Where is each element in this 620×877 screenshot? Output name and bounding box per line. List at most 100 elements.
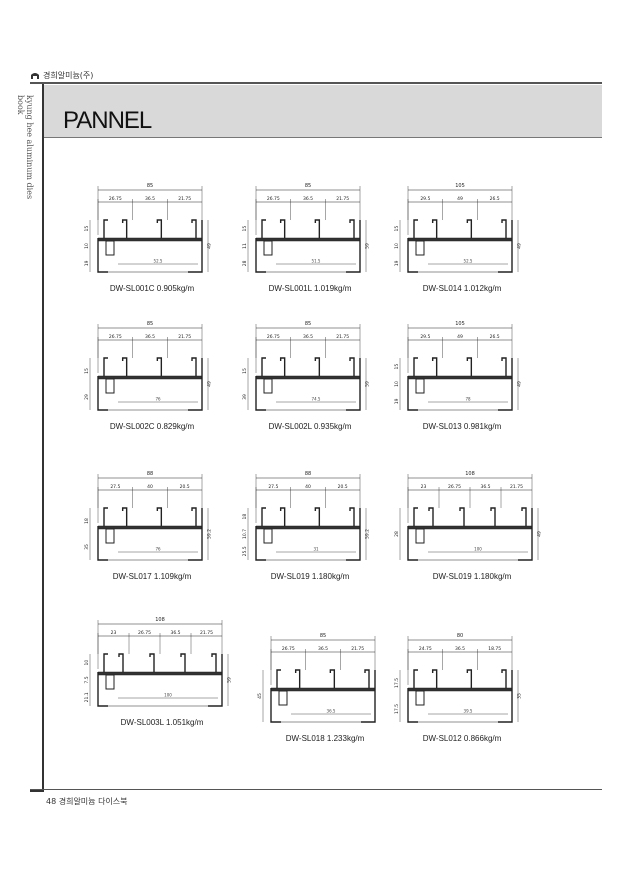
profile-caption: DW-SL003L 1.051kg/m: [120, 718, 204, 727]
total-width-label: 108: [155, 617, 165, 623]
left-height-label: 18: [84, 518, 90, 524]
total-width-label: 80: [457, 633, 463, 639]
segment-width-label: 18.75: [488, 646, 501, 652]
profile-caption: DW-SL001C 0.905kg/m: [109, 284, 195, 293]
left-height-label: 35: [84, 544, 90, 550]
total-width-label: 85: [305, 321, 311, 327]
sub-dimension-label: 52.5: [464, 259, 473, 264]
left-height-label: 19: [394, 398, 400, 404]
profile-caption: DW-SL017 1.109kg/m: [112, 572, 192, 581]
left-height-label: 10.7: [242, 529, 248, 539]
segment-width-label: 36.5: [145, 196, 155, 202]
right-height-label: 59.2: [207, 529, 213, 539]
left-height-label: 15: [242, 226, 248, 232]
segment-width-label: 24.75: [419, 646, 432, 652]
segment-width-label: 21.75: [200, 630, 213, 636]
segment-width-label: 26.75: [448, 484, 461, 490]
left-height-label: 15: [242, 368, 248, 374]
segment-width-label: 40: [305, 484, 311, 490]
segment-width-label: 23: [421, 484, 427, 490]
total-width-label: 88: [305, 471, 311, 477]
top-rule: [30, 82, 602, 84]
profile-caption: DW-SL001L 1.019kg/m: [268, 284, 352, 293]
segment-width-label: 36.5: [318, 646, 328, 652]
total-width-label: 105: [455, 321, 465, 327]
segment-width-label: 26.5: [490, 334, 500, 340]
left-height-label: 17.5: [394, 678, 400, 688]
segment-width-label: 29.5: [420, 334, 430, 340]
segment-width-label: 26.75: [109, 196, 122, 202]
bottom-rule: [30, 789, 602, 790]
sub-dimension-label: 31: [313, 547, 319, 552]
left-height-label: 15: [394, 364, 400, 370]
company-logo-icon: [31, 72, 39, 79]
left-height-label: 10: [84, 660, 90, 666]
left-height-label: 7.5: [84, 676, 90, 683]
sub-dimension-label: 76: [155, 397, 161, 402]
segment-width-label: 23: [111, 630, 117, 636]
segment-width-label: 20.5: [180, 484, 190, 490]
left-height-label: 39: [242, 394, 248, 400]
left-margin-bar: [42, 84, 44, 790]
profile-caption: DW-SL019 1.180kg/m: [270, 572, 350, 581]
segment-width-label: 36.5: [303, 196, 313, 202]
right-height-label: 59: [365, 381, 371, 387]
page-footer: 48 경희알미늄 다이스북: [46, 797, 128, 806]
company-name-text: 경희알미늄(주): [43, 71, 94, 80]
sub-dimension-label: 76: [155, 547, 161, 552]
sub-dimension-label: 51.5: [312, 259, 321, 264]
segment-width-label: 26.75: [267, 334, 280, 340]
profile-caption: DW-SL018 1.233kg/m: [285, 734, 365, 743]
segment-width-label: 36.5: [145, 334, 155, 340]
segment-width-label: 36.5: [170, 630, 180, 636]
segment-width-label: 40: [147, 484, 153, 490]
total-width-label: 85: [320, 633, 326, 639]
profile-caption: DW-SL019 1.180kg/m: [432, 572, 512, 581]
segment-width-label: 49: [457, 334, 463, 340]
left-height-label: 19: [394, 260, 400, 266]
right-height-label: 49: [517, 243, 523, 249]
segment-width-label: 27.5: [110, 484, 120, 490]
profile-caption: DW-SL002L 0.935kg/m: [268, 422, 352, 431]
segment-width-label: 26.75: [267, 196, 280, 202]
total-width-label: 85: [147, 321, 153, 327]
left-height-label: 29: [84, 394, 90, 400]
sub-dimension-label: 100: [474, 547, 482, 552]
left-height-label: 28: [242, 260, 248, 266]
total-width-label: 85: [147, 183, 153, 189]
total-width-label: 88: [147, 471, 153, 477]
left-height-label: 18: [242, 514, 248, 520]
right-height-label: 35: [517, 693, 523, 699]
right-height-label: 59: [365, 243, 371, 249]
segment-width-label: 36.5: [303, 334, 313, 340]
bottom-thick-rule: [30, 790, 44, 792]
title-bar: [44, 85, 602, 137]
right-height-label: 49: [517, 381, 523, 387]
segment-width-label: 21.75: [178, 334, 191, 340]
left-height-label: 10: [394, 381, 400, 387]
left-height-label: 45: [257, 693, 263, 699]
left-height-label: 10: [84, 243, 90, 249]
left-height-label: 15: [84, 368, 90, 374]
profile-caption: DW-SL012 0.866kg/m: [422, 734, 502, 743]
segment-width-label: 26.75: [138, 630, 151, 636]
total-width-label: 108: [465, 471, 475, 477]
